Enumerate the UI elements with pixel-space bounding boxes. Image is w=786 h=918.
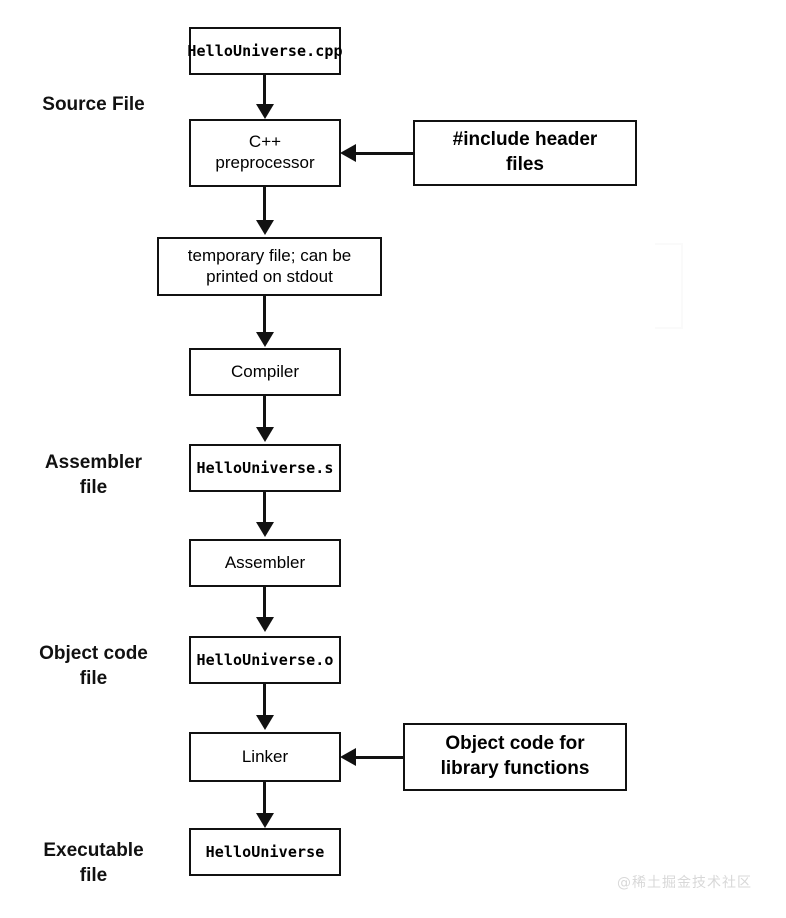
node-temporary-file[interactable]: temporary file; can be printed on stdout — [157, 237, 382, 296]
stage-label-source-file: Source File — [42, 94, 145, 115]
node-source-cpp-label: HelloUniverse.cpp — [187, 41, 343, 60]
edge-headers-to-preprocessor-arrowhead — [340, 144, 356, 162]
edge-temp-to-compiler — [263, 296, 266, 334]
background-artifact — [655, 243, 683, 329]
edge-headers-to-preprocessor — [355, 152, 413, 155]
node-include-headers[interactable]: #include header files — [413, 120, 637, 186]
node-assembly-file-label: HelloUniverse.s — [196, 458, 334, 477]
node-executable[interactable]: HelloUniverse — [189, 828, 341, 876]
edge-compiler-to-assembly-arrowhead — [256, 427, 274, 442]
node-assembler[interactable]: Assembler — [189, 539, 341, 587]
node-assembly-file[interactable]: HelloUniverse.s — [189, 444, 341, 492]
node-preprocessor-label: C++ preprocessor — [215, 132, 315, 172]
stage-label-assembler-file: Assembler file — [44, 452, 143, 499]
node-include-headers-label: #include header files — [452, 129, 598, 175]
edge-library-to-linker-arrowhead — [340, 748, 356, 766]
node-source-cpp[interactable]: HelloUniverse.cpp — [187, 27, 343, 75]
edge-assembly-to-assembler — [263, 492, 266, 524]
edge-assembler-to-object — [263, 587, 266, 619]
node-compiler[interactable]: Compiler — [189, 348, 341, 396]
node-library-object-label: Object code for library functions — [440, 733, 590, 779]
node-linker[interactable]: Linker — [189, 732, 341, 782]
edge-preprocessor-to-temp-arrowhead — [256, 220, 274, 235]
edge-source-to-preprocessor — [263, 75, 266, 108]
edge-object-to-linker-arrowhead — [256, 715, 274, 730]
node-temporary-file-label: temporary file; can be printed on stdout — [187, 245, 352, 286]
edge-preprocessor-to-temp — [263, 187, 266, 222]
node-library-object[interactable]: Object code for library functions — [403, 723, 627, 791]
node-assembler-label: Assembler — [224, 552, 306, 572]
node-compiler-label: Compiler — [230, 361, 300, 381]
watermark: @稀土掘金技术社区 — [617, 875, 752, 891]
edge-linker-to-executable — [263, 782, 266, 815]
node-executable-label: HelloUniverse — [205, 842, 325, 861]
node-object-file[interactable]: HelloUniverse.o — [189, 636, 341, 684]
edge-object-to-linker — [263, 684, 266, 717]
stage-label-executable-file: Executable file — [43, 840, 144, 887]
edge-source-to-preprocessor-arrowhead — [256, 104, 274, 119]
node-linker-label: Linker — [241, 746, 289, 766]
edge-assembler-to-object-arrowhead — [256, 617, 274, 632]
edge-library-to-linker — [355, 756, 403, 759]
edge-linker-to-executable-arrowhead — [256, 813, 274, 828]
stage-label-object-code-file: Object code file — [39, 643, 148, 690]
node-object-file-label: HelloUniverse.o — [196, 650, 334, 669]
edge-assembly-to-assembler-arrowhead — [256, 522, 274, 537]
node-preprocessor[interactable]: C++ preprocessor — [189, 119, 341, 187]
edge-compiler-to-assembly — [263, 396, 266, 429]
edge-temp-to-compiler-arrowhead — [256, 332, 274, 347]
